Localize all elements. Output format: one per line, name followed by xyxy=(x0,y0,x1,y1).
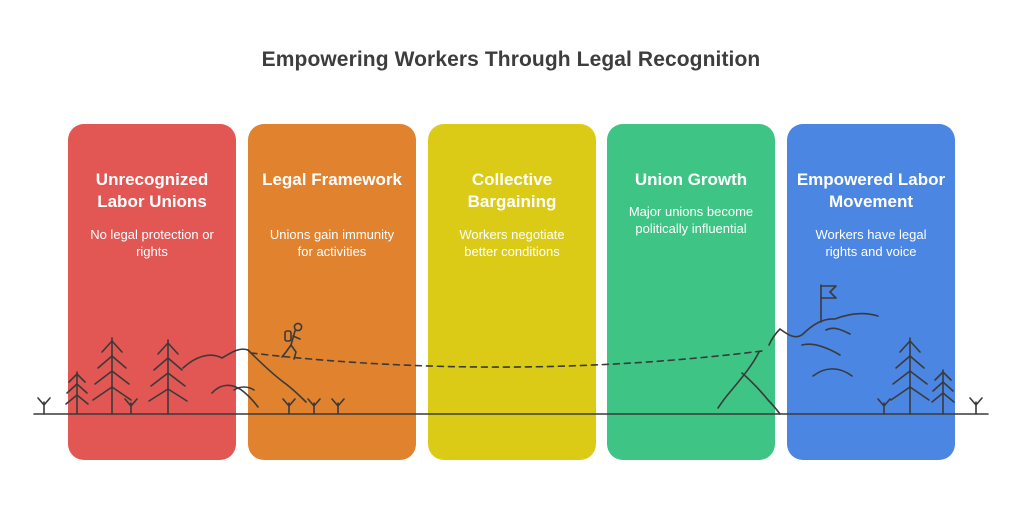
grass-icon xyxy=(877,398,891,415)
journey-path xyxy=(250,350,763,368)
stage-title: Union Growth xyxy=(634,170,748,189)
right-hill xyxy=(717,312,879,415)
stage-card-unrecognized-labor-unions: Unrecognized Labor Unions No legal prote… xyxy=(68,124,236,460)
flag-icon xyxy=(820,284,837,323)
pine-tree-icon xyxy=(148,339,188,415)
hiker-icon xyxy=(281,322,303,360)
pine-tree-icon xyxy=(890,337,930,415)
pine-tree-icon xyxy=(65,371,89,415)
stage-description: No legal protection or rights xyxy=(90,227,214,259)
stage-title: Legal Framework xyxy=(262,170,402,189)
stage-card-union-growth: Union Growth Major unions become politic… xyxy=(607,124,775,460)
pine-tree-icon xyxy=(931,369,955,415)
grass-icon xyxy=(37,397,51,415)
stage-card-collective-bargaining: Collective Bargaining Workers negotiate … xyxy=(428,124,596,460)
grass-icon xyxy=(307,398,321,415)
left-hill xyxy=(182,348,307,408)
stage-card-legal-framework: Legal Framework Unions gain immunity for… xyxy=(248,124,416,460)
grass-icon xyxy=(331,398,345,415)
stage-description: Major unions become politically influent… xyxy=(628,204,754,236)
diagram-title: Empowering Workers Through Legal Recogni… xyxy=(261,48,761,71)
stage-title: Unrecognized Labor Unions xyxy=(95,170,209,211)
stage-title: Empowered Labor Movement xyxy=(796,170,946,211)
stage-description: Workers have legal rights and voice xyxy=(815,227,927,259)
grass-icon xyxy=(282,398,296,415)
stage-description: Workers negotiate better conditions xyxy=(459,227,565,259)
grass-icon xyxy=(124,398,138,415)
stage-description: Unions gain immunity for activities xyxy=(269,227,395,259)
pine-tree-icon xyxy=(92,337,132,415)
grass-icon xyxy=(969,397,983,415)
stage-card-empowered-labor-movement: Empowered Labor Movement Workers have le… xyxy=(787,124,955,460)
stage-title: Collective Bargaining xyxy=(467,170,557,211)
